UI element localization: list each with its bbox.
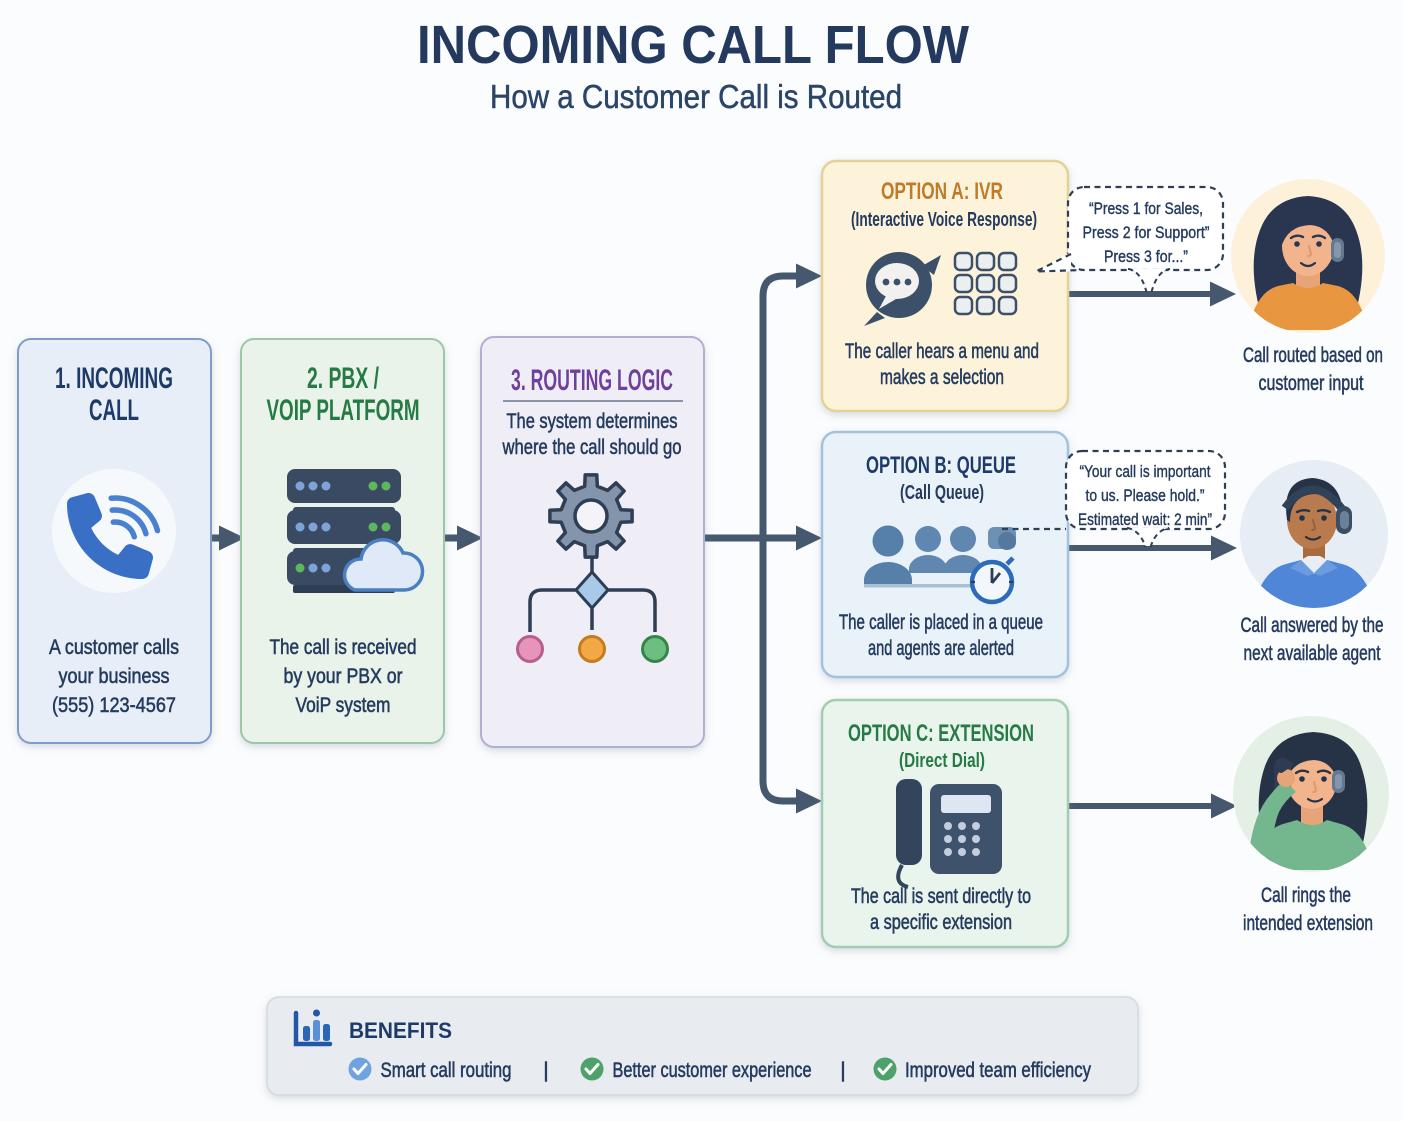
svg-text:and agents are alerted: and agents are alerted (868, 637, 1014, 660)
svg-text:OPTION A: IVR: OPTION A: IVR (881, 178, 1003, 205)
svg-text:Better customer experience: Better customer experience (613, 1059, 812, 1082)
svg-text:to us. Please hold.”: to us. Please hold.” (1086, 486, 1205, 505)
svg-text:Call rings the: Call rings the (1261, 884, 1351, 907)
svg-text:The system determines: The system determines (507, 410, 678, 433)
svg-text:Call answered by the: Call answered by the (1241, 614, 1384, 637)
svg-text:(Direct Dial): (Direct Dial) (899, 750, 985, 772)
svg-text:|: | (543, 1059, 548, 1082)
svg-text:“Press 1 for Sales,: “Press 1 for Sales, (1089, 199, 1203, 218)
svg-text:OPTION B: QUEUE: OPTION B: QUEUE (866, 452, 1016, 479)
svg-text:Estimated wait: 2 min”: Estimated wait: 2 min” (1078, 510, 1212, 529)
svg-text:Improved team efficiency: Improved team efficiency (905, 1059, 1091, 1082)
svg-text:customer input: customer input (1259, 372, 1364, 395)
svg-text:intended extension: intended extension (1243, 912, 1373, 935)
svg-text:The call is sent directly to: The call is sent directly to (851, 885, 1031, 908)
svg-text:makes a selection: makes a selection (880, 366, 1004, 389)
svg-text:3. ROUTING LOGIC: 3. ROUTING LOGIC (511, 364, 673, 397)
svg-text:Call routed based on: Call routed based on (1243, 344, 1383, 367)
svg-text:The caller hears a menu and: The caller hears a menu and (845, 340, 1039, 363)
svg-text:VOIP PLATFORM: VOIP PLATFORM (267, 394, 420, 427)
svg-text:The call is received: The call is received (270, 636, 417, 659)
svg-text:2. PBX /: 2. PBX / (307, 362, 379, 395)
svg-text:where the call should go: where the call should go (502, 436, 682, 459)
svg-text:(Interactive Voice Response): (Interactive Voice Response) (851, 209, 1037, 231)
svg-text:|: | (840, 1059, 845, 1082)
svg-text:The caller is placed in a queu: The caller is placed in a queue (839, 611, 1043, 634)
svg-text:INCOMING CALL FLOW: INCOMING CALL FLOW (417, 15, 969, 75)
svg-text:(Call Queue): (Call Queue) (900, 482, 984, 504)
svg-text:a specific extension: a specific extension (870, 911, 1012, 934)
svg-text:next available agent: next available agent (1244, 642, 1381, 665)
svg-text:Press 3 for...”: Press 3 for...” (1104, 247, 1188, 266)
svg-text:“Your call is important: “Your call is important (1080, 462, 1211, 481)
svg-text:A customer calls: A customer calls (49, 636, 179, 659)
svg-text:How a Customer Call is Routed: How a Customer Call is Routed (490, 78, 902, 115)
svg-text:VoiP system: VoiP system (296, 694, 391, 717)
svg-text:your business: your business (59, 665, 170, 688)
svg-text:Smart call routing: Smart call routing (381, 1059, 512, 1082)
svg-text:1. INCOMING: 1. INCOMING (55, 362, 173, 395)
svg-text:BENEFITS: BENEFITS (349, 1018, 452, 1043)
svg-text:(555) 123-4567: (555) 123-4567 (52, 694, 176, 717)
svg-text:CALL: CALL (89, 394, 139, 427)
svg-text:Press 2 for Support”: Press 2 for Support” (1083, 223, 1210, 242)
svg-text:OPTION C: EXTENSION: OPTION C: EXTENSION (848, 720, 1034, 747)
svg-text:by your PBX or: by your PBX or (284, 665, 403, 688)
